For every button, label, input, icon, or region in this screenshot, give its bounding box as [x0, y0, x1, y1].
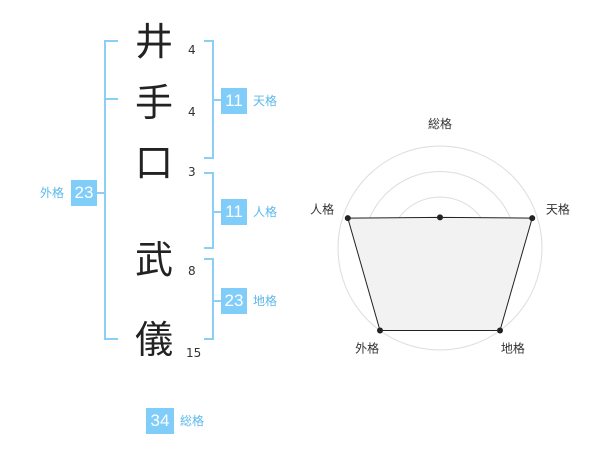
chikaku-label: 地格 — [253, 294, 278, 308]
name-char-3: 口 — [134, 141, 173, 185]
radar-point-1 — [529, 215, 536, 222]
radar-axis-label-2: 地格 — [501, 340, 525, 355]
gaikaku-value: 23 — [71, 180, 97, 206]
tenkaku-bracket — [204, 40, 214, 159]
jinkaku-bracket — [204, 172, 214, 249]
stroke-count-3: 3 — [188, 165, 196, 179]
name-char-5: 儀 — [134, 318, 173, 362]
jinkaku-connector — [214, 211, 221, 213]
soukaku-label: 総格 — [180, 414, 205, 428]
radar-axis-label-3: 外格 — [355, 340, 379, 355]
stroke-count-4: 8 — [188, 264, 196, 278]
jinkaku-label: 人格 — [253, 205, 278, 219]
chikaku-connector — [214, 300, 221, 302]
radar-polygon — [347, 216, 533, 331]
radar-point-3 — [377, 327, 383, 334]
gaikaku-connector — [97, 192, 104, 194]
stroke-count-5: 15 — [186, 346, 202, 360]
chikaku-value: 23 — [221, 288, 247, 314]
name-char-1: 井 — [134, 20, 173, 64]
stroke-count-2: 4 — [188, 105, 196, 119]
gaikaku-bracket-mark — [104, 98, 118, 100]
gaikaku-bracket — [104, 40, 118, 340]
tenkaku-value: 11 — [221, 88, 247, 114]
radar-point-2 — [497, 327, 503, 334]
name-char-4: 武 — [134, 238, 173, 282]
gaikaku-label: 外格 — [40, 186, 65, 200]
stroke-count-1: 4 — [188, 43, 196, 57]
radar-point-0 — [437, 214, 443, 221]
name-char-2: 手 — [134, 81, 173, 125]
tenkaku-connector — [214, 99, 221, 101]
soukaku-value: 34 — [146, 408, 174, 434]
radar-point-4 — [344, 215, 351, 222]
radar-axis-label-4: 人格 — [310, 202, 334, 217]
radar-axis-label-1: 天格 — [546, 202, 570, 217]
tenkaku-label: 天格 — [253, 94, 278, 108]
chikaku-bracket — [204, 258, 214, 340]
radar-ring-4 — [337, 145, 543, 351]
jinkaku-value: 11 — [221, 199, 247, 225]
radar-axis-label-0: 総格 — [428, 116, 452, 131]
